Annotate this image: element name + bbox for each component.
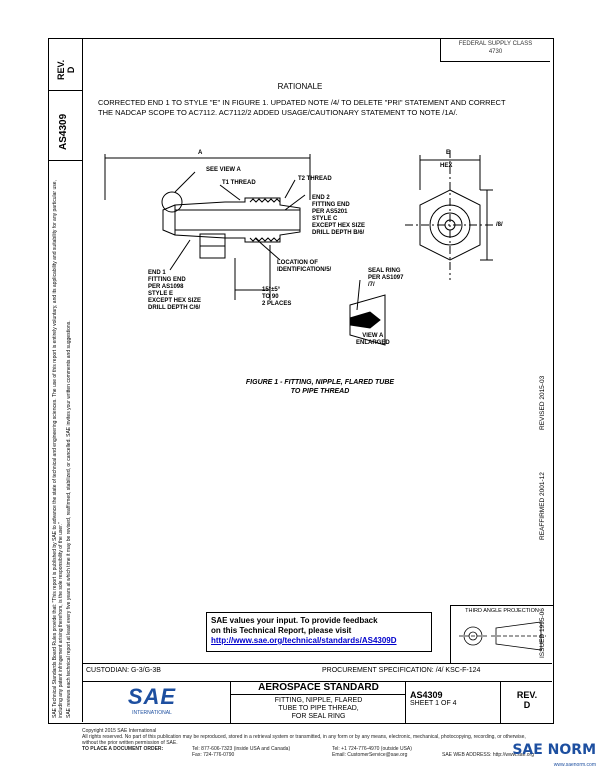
procurement-spec: PROCUREMENT SPECIFICATION: /4/ KSC-F-124 bbox=[322, 667, 481, 674]
title-heading: AEROSPACE STANDARD bbox=[231, 682, 406, 695]
footer-copyright: Copyright 2015 SAE International bbox=[82, 728, 157, 734]
watermark-sub: www.saenorm.com bbox=[553, 762, 596, 768]
sae-logo-text: SAE bbox=[127, 684, 177, 709]
label-t1-thread: T1 THREAD bbox=[222, 180, 256, 186]
footer-email: Email: CustomerService@sae.org bbox=[332, 752, 408, 758]
left-margin-legal-text: SAE Technical Standards Board Rules prov… bbox=[52, 180, 64, 718]
footer: Copyright 2015 SAE International All rig… bbox=[82, 728, 582, 760]
feedback-link[interactable]: http://www.sae.org/technical/standards/A… bbox=[211, 636, 397, 645]
revised-date: REVISED 2015-03 bbox=[539, 375, 546, 430]
rev-header-box: REV. D bbox=[48, 38, 82, 91]
custodian-row: CUSTODIAN: G-3/G-3B PROCUREMENT SPECIFIC… bbox=[82, 663, 552, 682]
view-a-circle bbox=[161, 191, 183, 213]
hex-end-view bbox=[419, 189, 481, 261]
figure-caption-line2: TO PIPE THREAD bbox=[290, 388, 350, 395]
footer-tel2: Tel: +1 724-776-4970 (outside USA) bbox=[332, 746, 412, 752]
title-block: SAE INTERNATIONAL AEROSPACE STANDARD FIT… bbox=[82, 681, 552, 723]
title-rev-label: REV. bbox=[516, 690, 538, 700]
footer-fax: Fax: 724-776-0790 bbox=[192, 752, 235, 758]
sae-logo: SAE INTERNATIONAL bbox=[112, 684, 192, 716]
fsc-text: FEDERAL SUPPLY CLASS 4730 bbox=[458, 41, 533, 55]
label-location-id: LOCATION OF IDENTIFICATION/5/ bbox=[277, 260, 332, 273]
label-dim8: /8/ bbox=[496, 222, 503, 228]
fitting-body-outline bbox=[174, 197, 301, 243]
title-doc-number: AS4309 bbox=[410, 690, 443, 700]
left-margin-legal-text-2: SAE reviews each technical report at lea… bbox=[66, 320, 72, 718]
custodian-text: CUSTODIAN: G-3/G-3B bbox=[86, 667, 161, 674]
third-angle-symbol bbox=[459, 621, 546, 651]
figure-caption-line1: FIGURE 1 - FITTING, NIPPLE, FLARED TUBE bbox=[245, 379, 395, 386]
left-column bbox=[48, 38, 83, 722]
footer-order-label: TO PLACE A DOCUMENT ORDER: bbox=[82, 746, 164, 752]
label-seal-ring: SEAL RING PER AS1097 /7/ bbox=[368, 268, 404, 288]
label-angle: 15°±5° TO 90 2 PLACES bbox=[262, 287, 292, 307]
doc-number-box: AS4309 bbox=[48, 90, 82, 161]
label-end1: END 1 FITTING END PER AS1098 STYLE E EXC… bbox=[148, 270, 202, 311]
label-hex: HEX bbox=[440, 163, 453, 169]
footer-web[interactable]: SAE WEB ADDRESS: http://www.sae.org bbox=[442, 752, 534, 758]
rationale-text: CORRECTED END 1 TO STYLE "E" IN FIGURE 1… bbox=[98, 98, 506, 117]
reaffirmed-date: REAFFIRMED 2001-12 bbox=[539, 472, 546, 540]
label-end2: END 2 FITTING END PER AS5201 STYLE C EXC… bbox=[312, 195, 366, 236]
feedback-box: SAE values your input. To provide feedba… bbox=[206, 612, 432, 652]
sae-logo-sub: INTERNATIONAL bbox=[132, 710, 172, 716]
doc-cell: AS4309 SHEET 1 OF 4 bbox=[405, 682, 501, 723]
watermark: SAE NORM bbox=[512, 742, 596, 758]
federal-supply-class: FEDERAL SUPPLY CLASS 4730 bbox=[440, 38, 550, 62]
label-a: A bbox=[198, 150, 203, 156]
rev-cell: REV. D bbox=[500, 682, 553, 723]
rev-header-value: D bbox=[66, 66, 76, 74]
feedback-line2: on this Technical Report, please visit bbox=[211, 626, 352, 635]
label-see-view-a: SEE VIEW A bbox=[206, 167, 241, 173]
footer-rights: All rights reserved. No part of this pub… bbox=[82, 734, 526, 746]
fitting-drawing bbox=[104, 150, 495, 346]
rationale-heading: RATIONALE bbox=[277, 82, 323, 91]
figure-caption: FIGURE 1 - FITTING, NIPPLE, FLARED TUBE … bbox=[220, 378, 420, 396]
seal-ring bbox=[349, 311, 381, 329]
title-cell: AEROSPACE STANDARD FITTING, NIPPLE, FLAR… bbox=[230, 682, 406, 723]
title-text: FITTING, NIPPLE, FLARED TUBE TO PIPE THR… bbox=[274, 697, 363, 720]
feedback-line1: SAE values your input. To provide feedba… bbox=[211, 616, 378, 625]
drawing-frame bbox=[48, 38, 554, 724]
footer-tel1: Tel: 877-606-7323 (inside USA and Canada… bbox=[192, 746, 291, 752]
third-angle-label: THIRD ANGLE PROJECTION bbox=[465, 608, 539, 614]
third-angle-projection: THIRD ANGLE PROJECTION bbox=[450, 605, 553, 664]
title-rev: D bbox=[523, 700, 531, 710]
title-sheet: SHEET 1 OF 4 bbox=[410, 700, 457, 707]
rev-header-label: REV. bbox=[56, 59, 66, 80]
label-view-a: VIEW A ENLARGED bbox=[356, 333, 390, 346]
doc-number-vertical: AS4309 bbox=[58, 113, 69, 150]
label-t2-thread: T2 THREAD bbox=[298, 176, 332, 182]
label-e: E bbox=[446, 150, 451, 156]
